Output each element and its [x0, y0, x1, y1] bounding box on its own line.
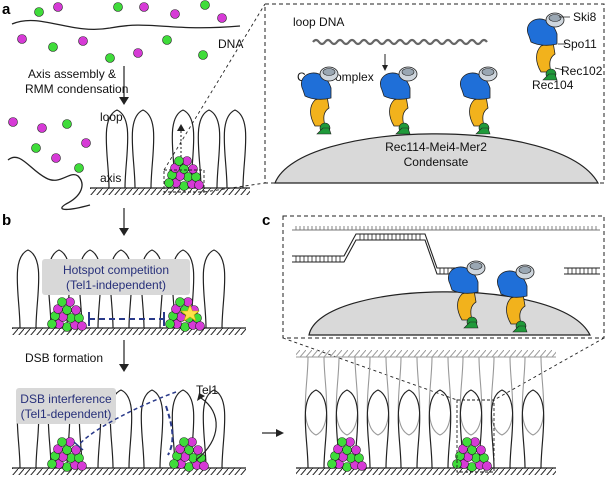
zoom-box-a [163, 169, 205, 193]
condensate-dome-c [308, 291, 591, 336]
panel-b-letter: b [2, 212, 11, 229]
condensate-label-2: Condensate [404, 155, 469, 169]
condensate-cluster-a [164, 156, 204, 191]
ski8-label: Ski8 [573, 10, 597, 24]
axis-b1 [12, 328, 246, 335]
condensate-cluster-c-right [452, 437, 492, 472]
condensate-label-1: Rec114-Mei4-Mer2 [385, 140, 487, 154]
dsb-formation-label: DSB formation [25, 351, 103, 365]
rec102-label: Rec102 [561, 64, 603, 78]
condensate-dome-a [274, 133, 600, 184]
core-complex-2 [379, 66, 418, 135]
dna-strand-top [11, 19, 241, 30]
interference-dashed-line [77, 391, 177, 447]
interference-label-box [16, 388, 116, 424]
free-protein-dots-top [17, 0, 227, 63]
loop-dna-helix [312, 38, 488, 46]
interference-dashed-line-2 [165, 405, 174, 456]
loop-dna-path-c [292, 233, 600, 275]
core-complex-3 [459, 66, 498, 135]
axis-a [90, 188, 250, 195]
inset-c-frame [282, 215, 605, 339]
interference-label-2: (Tel1-dependent) [21, 407, 112, 421]
axis-assembly-label-1: Axis assembly & [28, 67, 116, 81]
condensate-cluster-c-left [327, 437, 367, 472]
free-protein-dots-mid [8, 117, 91, 173]
dna-strand-mid [7, 156, 91, 211]
tel1-label: Tel1 [196, 383, 218, 397]
axis-b2 [12, 468, 246, 475]
axis-label: axis [100, 171, 121, 185]
hotspot-label-2: (Tel1-independent) [66, 278, 166, 292]
dsb-star-icon [180, 304, 200, 322]
axis-c-bottom [296, 468, 556, 475]
rec104-label: Rec104 [532, 78, 574, 92]
hotspot-label-1: Hotspot competition [63, 263, 169, 277]
hotspot-label-box [42, 259, 190, 295]
panel-a-letter: a [2, 1, 11, 18]
loop-dna-label: loop DNA [293, 15, 344, 29]
dna-label: DNA [218, 37, 243, 51]
interference-label-1: DSB interference [20, 392, 112, 406]
axis-assembly-label-2: RMM condensation [25, 82, 128, 96]
dna-ticks-c [295, 234, 597, 274]
loop-label: loop [100, 110, 123, 124]
panel-c-letter: c [262, 212, 270, 229]
axis-dna-upper [292, 226, 600, 231]
spo11-label: Spo11 [563, 37, 597, 51]
tel1-spread-arrow [195, 397, 217, 461]
core-complex-1 [300, 66, 339, 135]
zoom-box-c [456, 399, 495, 473]
axis-c-top [296, 350, 556, 357]
core-complex-free [526, 12, 565, 81]
